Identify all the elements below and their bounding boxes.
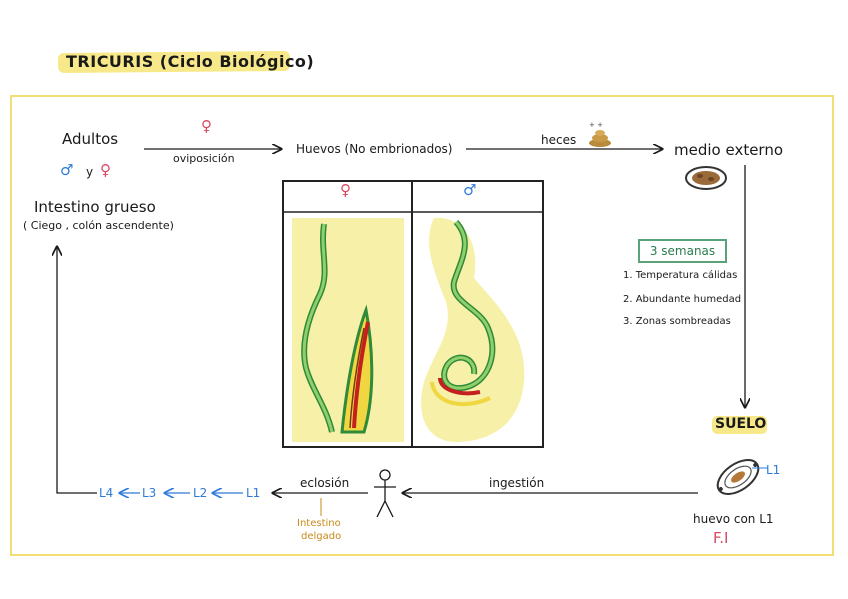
larva-l1: L1 [246,486,261,500]
arrow-return [57,247,97,494]
location-label: Intestino grueso [34,198,156,216]
hatching-label: eclosión [300,476,350,490]
panel-male-symbol: ♂ [463,181,477,199]
feces-label: heces [541,133,577,147]
larva-l2: L2 [193,486,208,500]
svg-text:+ +: + + [589,121,603,129]
egg-larva-label: L1 [766,463,781,477]
hatching-site-line2: delgado [301,531,342,542]
condition-item: 3. Zonas sombreadas [623,316,731,327]
and-text: y [86,165,94,179]
worm-illustration [284,182,542,446]
duration-badge: 3 semanas [638,239,727,263]
dish-icon [685,166,727,190]
location-detail: ( Ciego , colón ascendente) [23,219,174,232]
oviposition-label: oviposición [173,152,235,165]
page-title: TRICURIS (Ciclo Biológico) [66,52,315,71]
condition-item: 1. Temperatura cálidas [623,270,738,281]
worm-panel [282,180,544,448]
larva-l4: L4 [99,486,114,500]
infective-form-label: F.I [713,529,729,547]
eggs-label: Huevos (No embrionados) [296,142,453,156]
hatching-site-line1: Intestino [297,518,341,529]
male-symbol: ♂ [60,161,74,179]
oviposition-female-symbol: ♀ [201,117,212,135]
condition-item: 2. Abundante humedad [623,294,742,305]
soil-label: SUELO [715,416,767,432]
diagram-frame [10,95,834,556]
ingestion-label: ingestión [489,476,545,490]
egg-l1-label: huevo con L1 [693,512,774,526]
egg-icon [716,459,760,495]
adults-label: Adultos [62,130,119,148]
external-medium-label: medio externo [674,141,784,159]
feces-icon: + + [589,121,611,147]
panel-female-symbol: ♀ [340,181,351,199]
female-symbol: ♀ [100,161,111,179]
soil-highlight [712,416,767,434]
person-icon [374,469,396,518]
larva-l3: L3 [142,486,157,500]
